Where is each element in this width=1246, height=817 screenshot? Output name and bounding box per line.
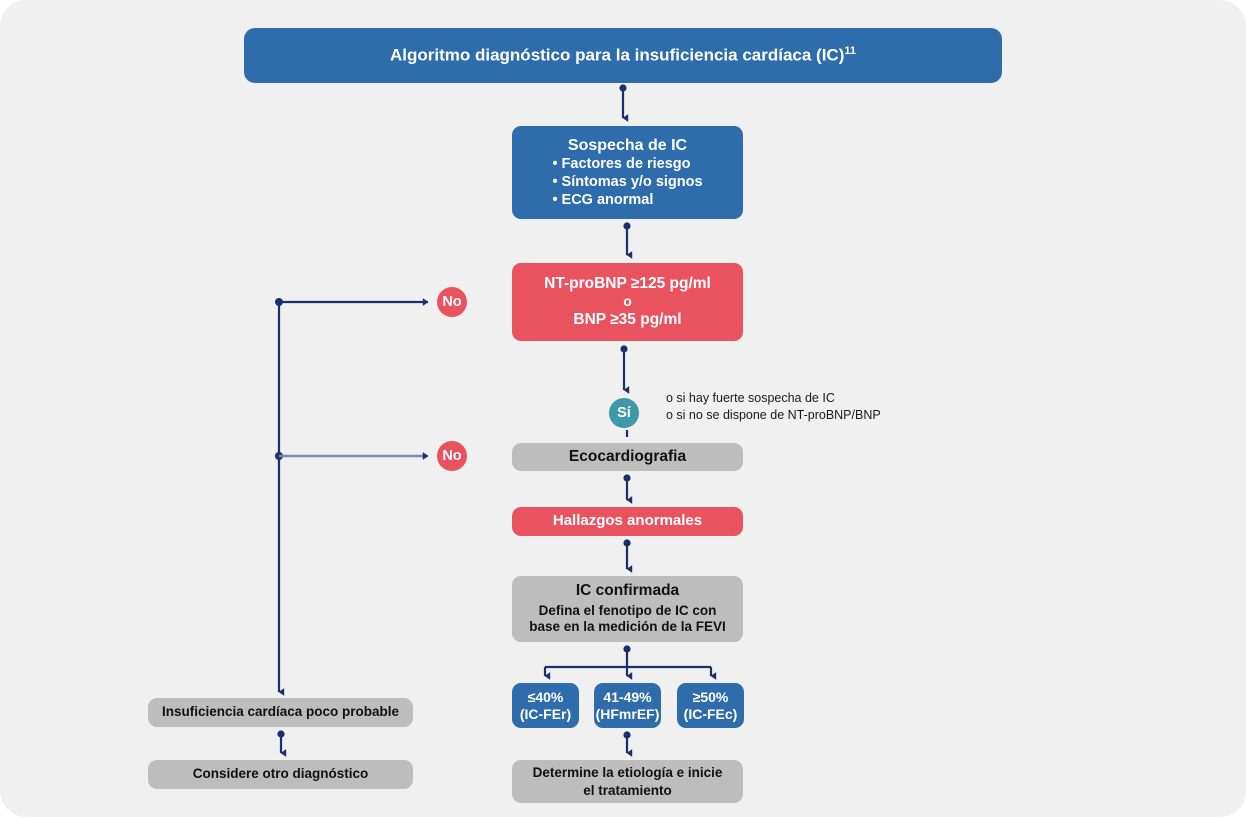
node-biomarker-threshold: NT-proBNP ≥125 pg/ml o BNP ≥35 pg/ml — [512, 263, 743, 341]
node-phenotype-ic-fer: ≤40% (IC-FEr) — [512, 683, 579, 728]
decision-badge-no-2: No — [437, 441, 467, 471]
phenotype-value: ≤40% — [527, 688, 564, 705]
connector-confirmed-to-phenotypes — [543, 645, 717, 680]
connector-no-branches — [275, 298, 429, 696]
confirmada-sub-line-2: base en la medición de la FEVI — [529, 619, 726, 635]
note-line-1: o si hay fuerte sospecha de IC — [666, 391, 835, 405]
node-insuficiencia-poco-probable: Insuficiencia cardíaca poco probable — [148, 698, 413, 727]
sospecha-bullet-list: • Factores de riesgo • Síntomas y/o sign… — [552, 156, 702, 209]
list-item: • Factores de riesgo — [552, 156, 691, 173]
bnp-line-2: o — [623, 293, 632, 310]
phenotype-value: 41-49% — [603, 688, 652, 705]
node-ecocardiografia: Ecocardiografia — [512, 443, 743, 471]
diagram-title: Algoritmo diagnóstico para la insuficien… — [244, 28, 1002, 83]
decision-badge-si: Sí — [609, 398, 639, 428]
confirmada-heading: IC confirmada — [575, 581, 680, 599]
note-line-2: o si no se dispone de NT-proBNP/BNP — [666, 408, 881, 423]
decision-badge-no-1: No — [437, 287, 467, 317]
diagram-title-superscript: 11 — [844, 44, 857, 57]
connector-eco-to-findings — [623, 474, 633, 504]
sospecha-heading: Sospecha de IC — [567, 136, 688, 154]
bnp-line-1: NT-proBNP ≥125 pg/ml — [544, 274, 711, 292]
bnp-line-3: BNP ≥35 pg/ml — [573, 310, 682, 328]
diagram-title-text: Algoritmo diagnóstico para la insuficien… — [389, 45, 845, 65]
confirmada-sub-line-1: Defina el fenotipo de IC con — [538, 602, 717, 618]
node-sospecha-de-ic: Sospecha de IC • Factores de riesgo • Sí… — [512, 126, 743, 219]
connector-phenotype-to-etiology — [623, 731, 633, 757]
phenotype-name: (IC-FEr) — [519, 705, 572, 722]
phenotype-name: (HFmrEF) — [595, 705, 660, 722]
node-hallazgos-anormales: Hallazgos anormales — [512, 507, 743, 536]
list-item: • Síntomas y/o signos — [552, 173, 703, 190]
list-item: • ECG anormal — [552, 191, 654, 208]
connector-findings-to-confirmed — [623, 539, 633, 573]
etiology-line-1: Determine la etiología e inicie — [532, 764, 723, 780]
connector-unlikely-to-otherdx — [277, 730, 287, 757]
connector-suspect-to-bnp — [623, 222, 633, 259]
phenotype-name: (IC-FEc) — [683, 705, 738, 722]
connector-bnp-to-si — [620, 345, 630, 394]
confirmada-subtext: Defina el fenotipo de IC con base en la … — [529, 603, 726, 637]
node-phenotype-hfmref: 41-49% (HFmrEF) — [594, 683, 661, 728]
node-considere-otro-diagnostico: Considere otro diagnóstico — [148, 760, 413, 789]
connector-title-to-suspect — [619, 84, 629, 122]
etiology-line-2: el tratamiento — [583, 782, 672, 798]
node-determine-etiologia: Determine la etiología e inicie el trata… — [512, 760, 743, 803]
phenotype-value: ≥50% — [692, 688, 729, 705]
node-ic-confirmada: IC confirmada Defina el fenotipo de IC c… — [512, 576, 743, 642]
si-annotation-note: o si hay fuerte sospecha de IC o si no s… — [666, 390, 881, 425]
node-phenotype-ic-fec: ≥50% (IC-FEc) — [677, 683, 744, 728]
